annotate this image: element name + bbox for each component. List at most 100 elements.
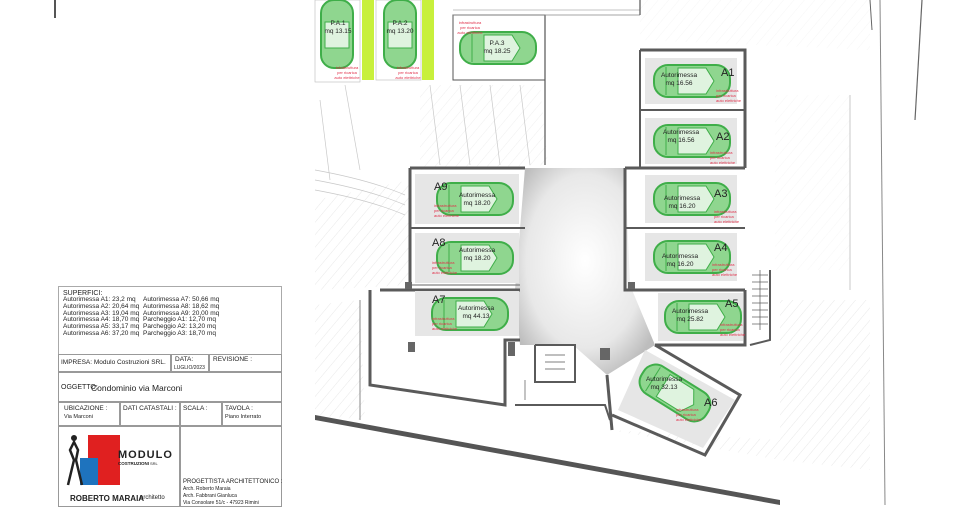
ev-charging-notes: infrastruttura per ricarica auto elettri… — [432, 88, 746, 422]
pa2-ev-note-1: infrastruttura — [397, 65, 420, 70]
ev-note-a8-1: infrastruttura — [432, 260, 455, 265]
progettista-line-2: Arch. Fabbrani Gianluca — [183, 493, 237, 499]
superfici-row: Autorimessa A4: 18,70 mq — [63, 316, 140, 324]
garage-a4-area: mq 16.20 — [666, 261, 693, 268]
pa3-ev-note-1: infrastruttura — [459, 20, 482, 25]
superfici-col2: Autorimessa A7: 50,66 mq Autorimessa A8:… — [143, 296, 220, 338]
superfici-row: Autorimessa A1: 23,2 mq — [63, 296, 136, 303]
garage-a9-id: A9 — [434, 181, 447, 193]
ubicazione-label: UBICAZIONE : — [64, 405, 108, 412]
garage-a2-label: Autorimessa — [663, 129, 700, 136]
garage-a6-area: mq 32.13 — [650, 384, 677, 391]
ev-note-a3-2: per ricarica — [714, 214, 735, 219]
pa2-name: P.A.2 — [392, 20, 407, 27]
ubicazione-value: Via Marconi — [64, 414, 93, 420]
pa2-ev-note-2: per ricarica — [398, 70, 419, 75]
garage-a8-area: mq 18.20 — [463, 255, 490, 262]
data-label: DATA: — [175, 356, 194, 363]
ev-note-a5-3: auto elettriche — [720, 332, 746, 337]
revisione-label: REVISIONE : — [213, 356, 253, 363]
oggetto-value: Condominio via Marconi — [91, 383, 183, 393]
architect-name: ROBERTO MARAIA — [70, 494, 145, 503]
garage-a1-area: mq 16.56 — [665, 80, 692, 87]
ev-note-a1-2: per ricarica — [716, 93, 737, 98]
pa3-name: P.A.3 — [489, 40, 504, 47]
pa1-ev-note-3: auto elettriche — [334, 75, 360, 80]
scala-cell — [180, 402, 222, 426]
superfici-row: Parcheggio A1: 12,70 mq — [143, 316, 216, 324]
garage-a4-label: Autorimessa — [662, 253, 699, 260]
ev-note-a4-3: auto elettriche — [712, 272, 738, 277]
ev-note-a7-2: per ricarica — [432, 321, 453, 326]
pa3-ev-note-2: per ricarica — [460, 25, 481, 30]
garage-a9-label: Autorimessa — [459, 192, 496, 199]
garage-a8-label: Autorimessa — [459, 247, 496, 254]
ev-note-a7-1: infrastruttura — [432, 316, 455, 321]
superfici-row: Parcheggio A3: 18,70 mq — [143, 329, 216, 337]
ev-note-a9-2: per ricarica — [434, 208, 455, 213]
superfici-row: Autorimessa A7: 50,66 mq — [143, 296, 220, 303]
pa1-area: mq 13.15 — [324, 28, 351, 35]
ev-note-a6-1: infrastruttura — [676, 407, 699, 412]
garage-a9-area: mq 18.20 — [463, 200, 490, 207]
ev-note-a2-2: per ricarica — [710, 155, 731, 160]
tavola-label: TAVOLA : — [225, 405, 253, 412]
garage-a6-id: A6 — [704, 397, 717, 409]
logo-graphic — [66, 435, 120, 486]
superfici-row: Autorimessa A6: 37,20 mq — [63, 329, 140, 337]
garage-a5-label: Autorimessa — [672, 308, 709, 315]
logo-text: MODULO — [118, 449, 173, 461]
garage-a3-label: Autorimessa — [664, 195, 701, 202]
garage-a7-id: A7 — [432, 294, 445, 306]
walls — [359, 48, 771, 457]
columns — [405, 282, 635, 360]
ev-note-a6-3: auto elettriche — [676, 417, 702, 422]
pa1-ev-note-1: infrastruttura — [336, 65, 359, 70]
stairs — [524, 270, 768, 400]
ramp-contours — [314, 84, 531, 216]
impresa-text: IMPRESA: Modulo Costruzioni SRL. — [61, 359, 166, 366]
superfici-row: Autorimessa A5: 33,17 mq — [63, 323, 140, 331]
ev-note-a2-3: auto elettriche — [710, 160, 736, 165]
logo-blue-block — [80, 458, 98, 485]
pa1-name: P.A.1 — [330, 20, 345, 27]
central-ramp — [410, 168, 655, 375]
oggetto-cell — [58, 372, 282, 402]
impresa-cell — [58, 354, 171, 372]
outdoor-parking-labels: P.A.1 mq 13.15 P.A.2 mq 13.20 P.A.3 mq 1… — [324, 20, 510, 80]
garage-a3-id: A3 — [714, 188, 727, 200]
garage-a7-area: mq 44.13 — [462, 313, 489, 320]
progettista-label: PROGETTISTA ARCHITETTONICO : — [183, 479, 283, 485]
logo-head-icon — [71, 435, 77, 441]
progettista-line-3: Via Consolare 51/c - 47923 Rimini — [183, 500, 259, 506]
logo-figure-icon — [66, 439, 84, 486]
garage-a2-area: mq 16.56 — [667, 137, 694, 144]
ev-note-a3-3: auto elettriche — [714, 219, 740, 224]
ev-note-a9-3: auto elettriche — [434, 213, 460, 218]
ev-note-a3-1: infrastruttura — [714, 209, 737, 214]
garage-a5-id: A5 — [725, 298, 738, 310]
data-value: LUGLIO/2023 — [174, 365, 205, 371]
ev-note-a8-2: per ricarica — [432, 265, 453, 270]
tavola-cell — [222, 402, 282, 426]
architect-title: architetto — [140, 495, 165, 501]
superfici-row: Autorimessa A9: 20,00 mq — [143, 309, 220, 317]
ev-note-a6-2: per ricarica — [676, 412, 697, 417]
outdoor-parking — [314, 0, 641, 165]
catastali-label: DATI CATASTALI : — [123, 405, 177, 412]
scala-label: SCALA : — [183, 405, 208, 412]
garage-labels: A1 Autorimessa mq 16.56 A2 Autorimessa m… — [432, 67, 738, 409]
ev-note-a4-1: infrastruttura — [712, 262, 735, 267]
garage-a7-label: Autorimessa — [458, 305, 495, 312]
revisione-cell — [209, 354, 282, 372]
pa3-area: mq 18.25 — [483, 48, 510, 55]
catastali-cell — [120, 402, 180, 426]
superfici-col1: Autorimessa A1: 23,2 mq Autorimessa A2: … — [63, 296, 140, 338]
logo-sub: COSTRUZIONI — [118, 461, 149, 466]
ubicazione-cell — [58, 402, 120, 426]
garage-a2-id: A2 — [716, 131, 729, 143]
ev-note-a1-1: infrastruttura — [716, 88, 739, 93]
garage-a5-area: mq 25.82 — [676, 316, 703, 323]
garage-a1-id: A1 — [721, 67, 734, 79]
